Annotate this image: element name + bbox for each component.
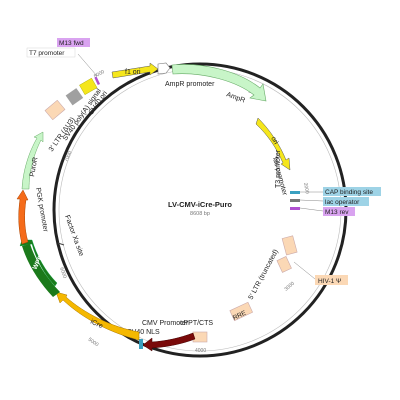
puror-arrow (21, 131, 44, 190)
m13-rev-mark (290, 207, 300, 210)
ltr3-box (44, 99, 66, 121)
rre-box (229, 301, 253, 322)
tick-6000: 6000 (58, 267, 68, 280)
sv40-ori-box (79, 77, 98, 95)
pgk-promoter-arrow (16, 189, 29, 245)
plasmid-length: 8608 bp (190, 211, 210, 217)
tick-5000: 5000 (87, 337, 100, 348)
cmv-promoter-arrow (142, 332, 196, 352)
factor-xa-label: Factor Xa site (63, 214, 84, 257)
tick-8000: 8000 (93, 69, 106, 80)
puror-label: PuroR (29, 157, 39, 178)
t3-promoter-label: T3 promoter (275, 149, 282, 188)
pgk-promoter-label: PGK promoter (34, 187, 49, 233)
m13-fwd-label: M13 fwd (59, 40, 84, 47)
icre-arrow (55, 291, 140, 341)
tick-3000: 3000 (283, 281, 296, 293)
cppt-box (192, 331, 208, 343)
t7-promoter-label: T7 promoter (29, 50, 65, 57)
sv40-nls-mark (139, 339, 143, 349)
m13-rev-leader (299, 207, 324, 212)
hiv1-psi-leader (293, 261, 316, 280)
sv40-nls-label: SV40 NLS (127, 329, 160, 336)
ampr-label: AmpR (225, 91, 246, 104)
ltr5-box-upper (281, 235, 298, 256)
hiv1-psi-label: HIV-1 Ψ (318, 278, 342, 285)
icre-label: iCre (89, 318, 104, 330)
ampr-promoter-arrow (157, 62, 171, 75)
t7-promoter-leader (77, 53, 98, 77)
cap-binding-label: CAP binding site (325, 189, 373, 196)
cap-binding-mark (290, 191, 300, 194)
lac-operator-label: lac operator (325, 199, 360, 206)
sv40-polya-box (65, 88, 84, 106)
ampr-arrow (171, 64, 267, 102)
cmv-promoter-label: CMV Promoter (142, 320, 189, 327)
t7-promoter-tag (26, 47, 76, 58)
hiv1-psi-tag (315, 275, 348, 285)
tick-2000: 2000 (302, 182, 310, 194)
lac-operator-leader (299, 199, 324, 202)
factor-xa-mark (57, 242, 65, 246)
ltr5-label: 5′ LTR (truncated) (248, 249, 280, 301)
t7-promoter-mark (94, 76, 101, 86)
ltr5-box-lower (276, 256, 292, 273)
cppt-label: cPPT/CTS (180, 320, 213, 327)
f1-ori-arrow (111, 62, 159, 79)
ampr-promoter-label: AmpR promoter (165, 81, 215, 88)
tick-7000: 7000 (63, 150, 73, 163)
lac-operator-mark (290, 199, 300, 202)
plasmid-name: LV-CMV-iCre-Puro (168, 200, 232, 209)
m13-rev-tag (323, 207, 355, 216)
tick-4000: 4000 (195, 348, 206, 354)
ori-arrow (255, 117, 291, 171)
f1-ori-label: f1 ori (125, 69, 141, 76)
m13-fwd-tag (57, 38, 90, 47)
cap-binding-tag (323, 187, 381, 196)
wpre-body (22, 244, 60, 297)
ori-label: ori (269, 136, 279, 147)
m13-rev-label: M13 rev (325, 209, 349, 216)
lac-operator-tag (323, 197, 369, 206)
